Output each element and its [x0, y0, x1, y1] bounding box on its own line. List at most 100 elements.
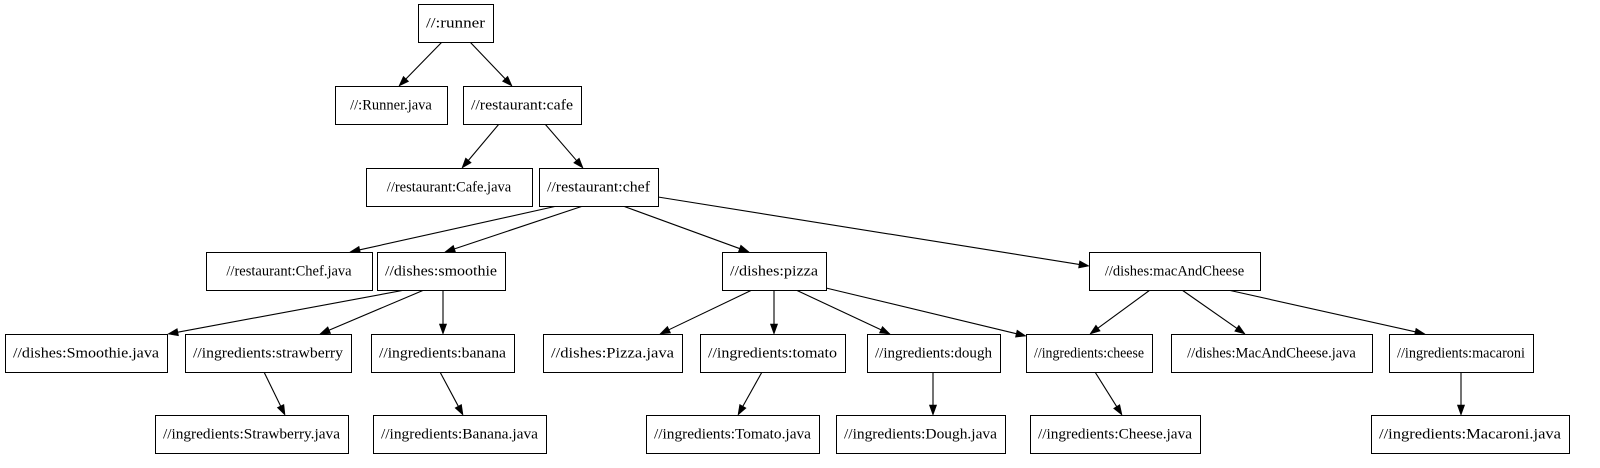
- node-box[interactable]: [206, 252, 373, 291]
- graph-edge: [769, 290, 779, 335]
- edge-arrowhead-icon: [1089, 324, 1101, 335]
- edge-line: [359, 205, 558, 251]
- graph-edge: [438, 290, 448, 335]
- edge-line: [439, 371, 459, 407]
- node-label: //ingredients:cheese: [1034, 345, 1144, 361]
- graph-node[interactable]: //ingredients:Macaroni.java: [1371, 415, 1570, 454]
- graph-edge: [439, 371, 464, 416]
- graph-edge: [469, 41, 513, 87]
- edge-line: [657, 196, 1080, 265]
- node-box[interactable]: [722, 252, 827, 291]
- node-label: //ingredients:Banana.java: [381, 426, 539, 442]
- graph-edge: [444, 205, 584, 253]
- node-label: //ingredients:Tomato.java: [654, 426, 812, 442]
- node-box[interactable]: [646, 415, 820, 454]
- edge-line: [263, 371, 282, 407]
- edge-arrowhead-icon: [167, 328, 179, 337]
- node-label: //restaurant:Cafe.java: [387, 179, 512, 195]
- node-box[interactable]: [836, 415, 1006, 454]
- graph-node[interactable]: //ingredients:macaroni: [1389, 334, 1534, 373]
- edge-arrowhead-icon: [573, 157, 584, 169]
- node-box[interactable]: [700, 334, 846, 373]
- node-box[interactable]: [185, 334, 352, 373]
- edge-arrowhead-icon: [769, 323, 779, 335]
- node-label: //restaurant:Chef.java: [226, 263, 352, 279]
- graph-edge: [657, 196, 1090, 269]
- edge-line: [469, 41, 506, 80]
- node-box[interactable]: [366, 168, 533, 207]
- node-box[interactable]: [463, 86, 582, 125]
- graph-node[interactable]: //ingredients:banana: [371, 334, 515, 373]
- node-box[interactable]: [418, 4, 494, 43]
- node-box[interactable]: [543, 334, 683, 373]
- node-box[interactable]: [377, 252, 506, 291]
- graph-node[interactable]: //:runner: [418, 4, 494, 43]
- edge-line: [177, 289, 406, 333]
- node-label: //dishes:MacAndCheese.java: [1187, 345, 1356, 361]
- graph-node[interactable]: //ingredients:Tomato.java: [646, 415, 820, 454]
- edge-line: [1181, 289, 1238, 329]
- graph-edge: [263, 371, 286, 416]
- graph-edge: [167, 289, 406, 337]
- nodes-layer: //:runner //:Runner.java //restaurant:cafe…: [5, 4, 1570, 454]
- node-box[interactable]: [155, 415, 349, 454]
- edge-arrowhead-icon: [1234, 324, 1246, 335]
- graph-node[interactable]: //restaurant:cafe: [463, 86, 582, 125]
- node-box[interactable]: [1371, 415, 1570, 454]
- graph-edge: [825, 287, 1027, 338]
- node-box[interactable]: [1171, 334, 1373, 373]
- node-label: //ingredients:Cheese.java: [1038, 426, 1193, 442]
- edge-line: [1227, 289, 1416, 333]
- node-label: //ingredients:strawberry: [193, 345, 344, 361]
- node-box[interactable]: [1389, 334, 1534, 373]
- graph-node[interactable]: //ingredients:strawberry: [185, 334, 352, 373]
- edge-arrowhead-icon: [444, 244, 457, 253]
- node-label: //ingredients:Macaroni.java: [1379, 426, 1562, 442]
- graph-node[interactable]: //restaurant:chef: [539, 168, 659, 207]
- graph-node[interactable]: //dishes:Smoothie.java: [5, 334, 168, 373]
- edge-line: [328, 289, 425, 331]
- edge-arrowhead-icon: [1113, 404, 1123, 416]
- graph-node[interactable]: //restaurant:Chef.java: [206, 252, 373, 291]
- edge-arrowhead-icon: [398, 75, 410, 87]
- edge-arrowhead-icon: [461, 157, 472, 169]
- graph-edge: [544, 123, 584, 169]
- graph-node[interactable]: //dishes:MacAndCheese.java: [1171, 334, 1373, 373]
- graph-node[interactable]: //ingredients:cheese: [1026, 334, 1153, 373]
- edge-line: [454, 205, 584, 250]
- node-box[interactable]: [539, 168, 659, 207]
- graph-node[interactable]: //ingredients:Strawberry.java: [155, 415, 349, 454]
- node-box[interactable]: [373, 415, 547, 454]
- node-box[interactable]: [371, 334, 515, 373]
- graph-edge: [319, 289, 425, 335]
- graph-node[interactable]: //dishes:Pizza.java: [543, 334, 683, 373]
- graph-node[interactable]: //dishes:pizza: [722, 252, 827, 291]
- graph-node[interactable]: //ingredients:Cheese.java: [1030, 415, 1201, 454]
- node-box[interactable]: [867, 334, 1001, 373]
- node-box[interactable]: [335, 86, 448, 125]
- graph-edge: [795, 289, 891, 335]
- edge-line: [405, 41, 443, 80]
- node-label: //dishes:Smoothie.java: [13, 345, 160, 361]
- graph-edge: [1089, 289, 1151, 335]
- node-label: //dishes:Pizza.java: [551, 345, 675, 361]
- graph-node[interactable]: //:Runner.java: [335, 86, 448, 125]
- graph-node[interactable]: //ingredients:dough: [867, 334, 1001, 373]
- graph-node[interactable]: //ingredients:tomato: [700, 334, 846, 373]
- node-box[interactable]: [1089, 252, 1261, 291]
- graph-node[interactable]: //dishes:macAndCheese: [1089, 252, 1261, 291]
- graph-edge: [737, 371, 763, 416]
- node-box[interactable]: [5, 334, 168, 373]
- graph-node[interactable]: //restaurant:Cafe.java: [366, 168, 533, 207]
- edge-line: [1097, 289, 1151, 329]
- graph-edge: [398, 41, 443, 87]
- graph-node[interactable]: //ingredients:Dough.java: [836, 415, 1006, 454]
- graph-edge: [659, 289, 753, 335]
- node-label: //ingredients:Strawberry.java: [163, 426, 341, 442]
- graph-node[interactable]: //dishes:smoothie: [377, 252, 506, 291]
- graph-node[interactable]: //ingredients:Banana.java: [373, 415, 547, 454]
- node-box[interactable]: [1030, 415, 1201, 454]
- node-box[interactable]: [1026, 334, 1153, 373]
